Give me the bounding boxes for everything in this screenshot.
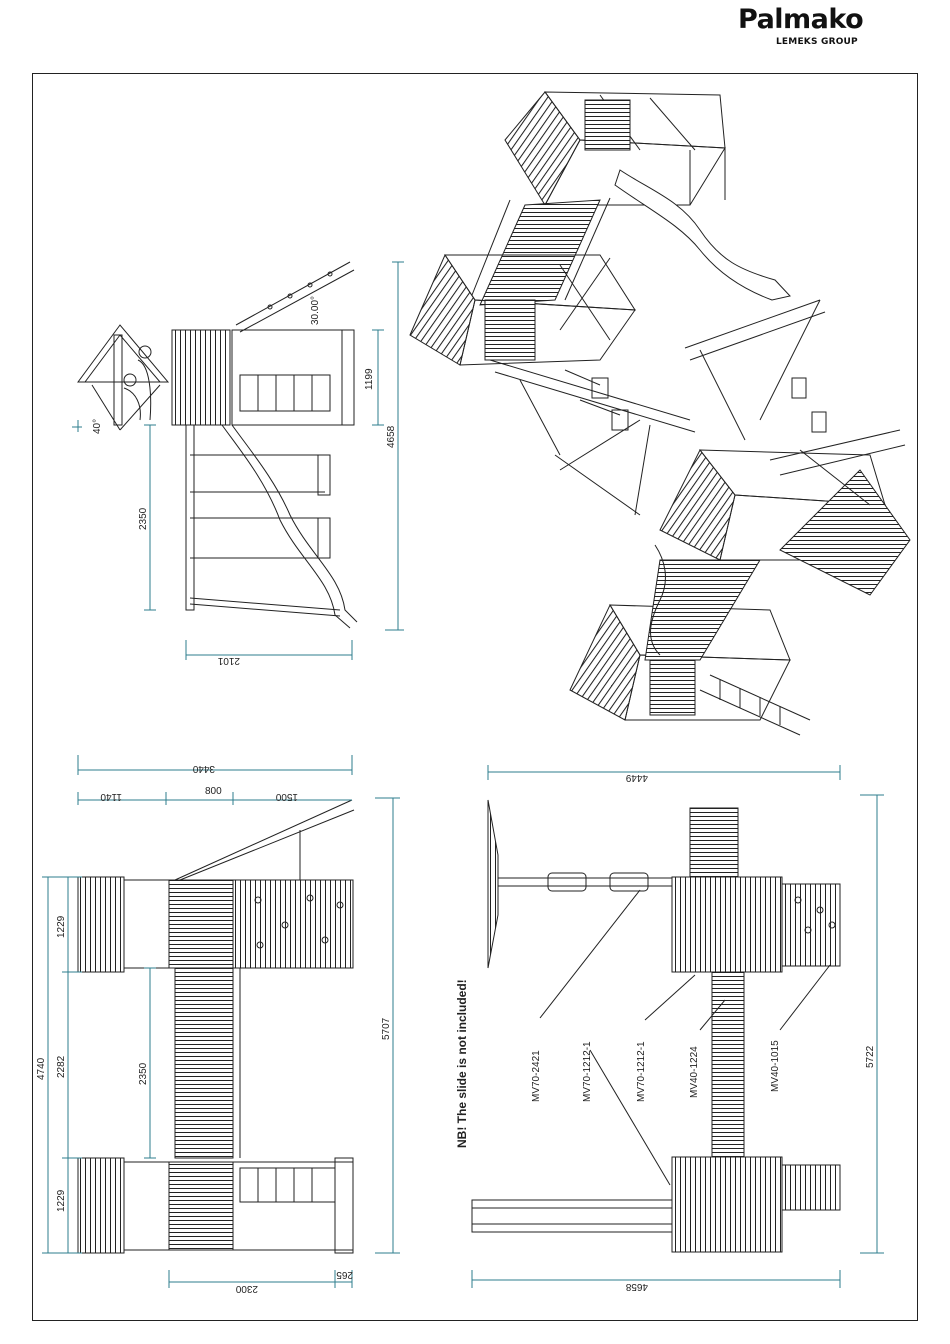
- dim-left-1229-top: 1229: [56, 915, 67, 938]
- dim-side-1199: 1199: [364, 368, 375, 390]
- top-view: [78, 800, 354, 1253]
- dim-top-800: 800: [205, 786, 222, 797]
- part-label-4: MV40-1224: [689, 1046, 700, 1098]
- dim-inner-2350: 2350: [138, 1062, 149, 1085]
- left-angle-label: 40°: [92, 419, 103, 434]
- dim-top-1140: 1140: [100, 791, 122, 802]
- dim-side-2101: 2101: [217, 655, 240, 666]
- dim-plan-4449: 4449: [625, 772, 648, 783]
- part-label-2: MV70-1212-1: [582, 1041, 593, 1102]
- dim-right-5707: 5707: [381, 1017, 392, 1040]
- dim-side-2350: 2350: [138, 507, 149, 530]
- dim-left-1229-bottom: 1229: [56, 1189, 67, 1212]
- slide-not-included-note: NB! The slide is not included!: [455, 979, 469, 1148]
- dim-side-4658: 4658: [386, 425, 397, 448]
- dim-left-4740: 4740: [36, 1057, 47, 1080]
- part-label-5: MV40-1015: [770, 1040, 781, 1092]
- dim-left-2282: 2282: [56, 1055, 67, 1078]
- roof-angle-label: 30.00°: [310, 296, 321, 325]
- dim-plan-5722: 5722: [865, 1045, 876, 1068]
- dim-bottom-2300: 2300: [235, 1283, 258, 1294]
- side-view-dimensions: [72, 262, 404, 660]
- plan-view: [472, 800, 840, 1252]
- dim-top-3440: 3440: [192, 763, 215, 774]
- dim-bottom-265: 265: [336, 1269, 353, 1280]
- dim-top-1500: 1500: [275, 791, 298, 802]
- part-label-3: MV70-1212-1: [636, 1041, 647, 1102]
- part-label-1: MV70-2421: [531, 1050, 542, 1102]
- dim-plan-4658: 4658: [625, 1281, 648, 1292]
- isometric-view: [410, 92, 910, 735]
